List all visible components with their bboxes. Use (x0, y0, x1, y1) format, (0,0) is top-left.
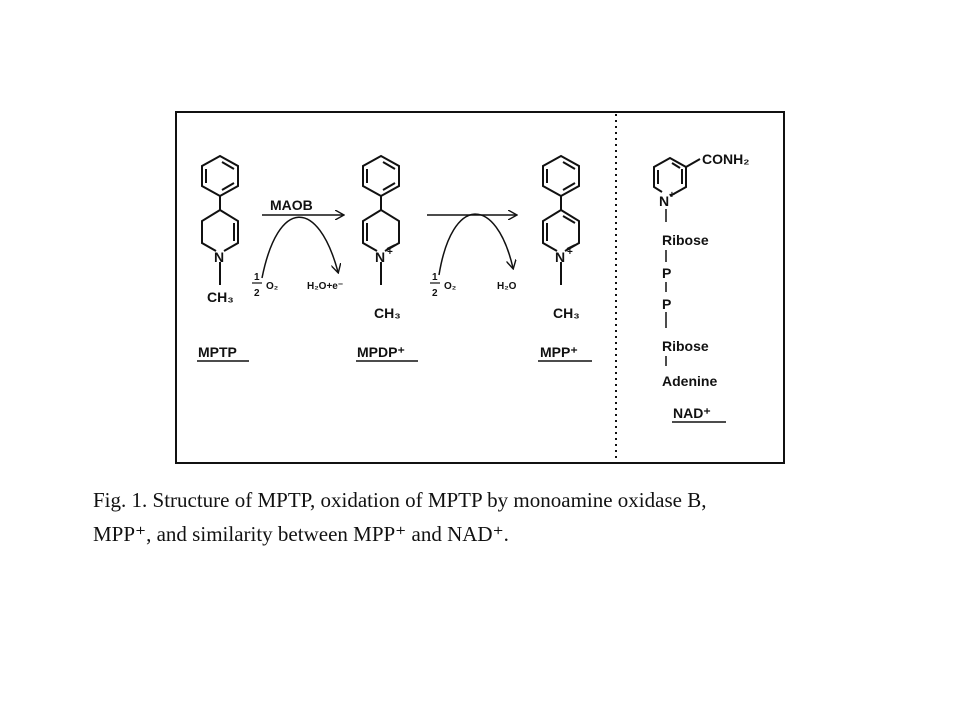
reaction1-curved-arrow (261, 216, 338, 279)
mpdp-n-label: N (375, 249, 385, 265)
mptp-n-label: N (214, 249, 224, 265)
mpp-methyl-label: CH₃ (553, 305, 580, 321)
mptp-methyl-label: CH₃ (207, 289, 234, 305)
caption-line-2: MPP⁺, and similarity between MPP⁺ and NA… (93, 522, 509, 546)
mpdp-name: MPDP⁺ (357, 344, 405, 360)
reaction1-reactant: O₂ (266, 281, 278, 292)
mptp-structure (201, 154, 239, 285)
nad-charge: + (669, 190, 675, 201)
mpdp-structure (362, 154, 400, 285)
nad-name: NAD⁺ (673, 405, 711, 421)
nad-chain-phosphate-2: P (662, 296, 671, 312)
figure-frame (175, 111, 785, 464)
mptp-name: MPTP (198, 344, 237, 360)
mpp-n-label: N (555, 249, 565, 265)
nad-structure (653, 156, 701, 197)
reaction1-coef-num: 1 (254, 272, 260, 283)
nad-n-label: N (659, 193, 669, 209)
reaction2-coef-num: 1 (432, 272, 438, 283)
reaction1-product: H₂O+e⁻ (307, 281, 343, 292)
reaction1-coef-den: 2 (254, 288, 260, 299)
nad-chain-phosphate-1: P (662, 265, 671, 281)
mpdp-methyl-label: CH₃ (374, 305, 401, 321)
nad-chain-ribose-2: Ribose (662, 338, 709, 354)
nad-chain-ribose-1: Ribose (662, 232, 709, 248)
mpp-structure (542, 154, 580, 285)
nad-chain-adenine: Adenine (662, 373, 717, 389)
nad-substituent: CONH₂ (702, 151, 749, 167)
mpp-name: MPP⁺ (540, 344, 578, 360)
mpdp-charge: + (387, 247, 393, 258)
caption-line-1: Fig. 1. Structure of MPTP, oxidation of … (93, 488, 706, 512)
reaction2-curved-arrow (438, 213, 513, 276)
reaction2-coef-den: 2 (432, 288, 438, 299)
reaction2-product: H₂O (497, 281, 517, 292)
mpp-charge: + (567, 247, 573, 258)
reaction2-reactant: O₂ (444, 281, 456, 292)
maob-enzyme-label: MAOB (270, 197, 313, 213)
